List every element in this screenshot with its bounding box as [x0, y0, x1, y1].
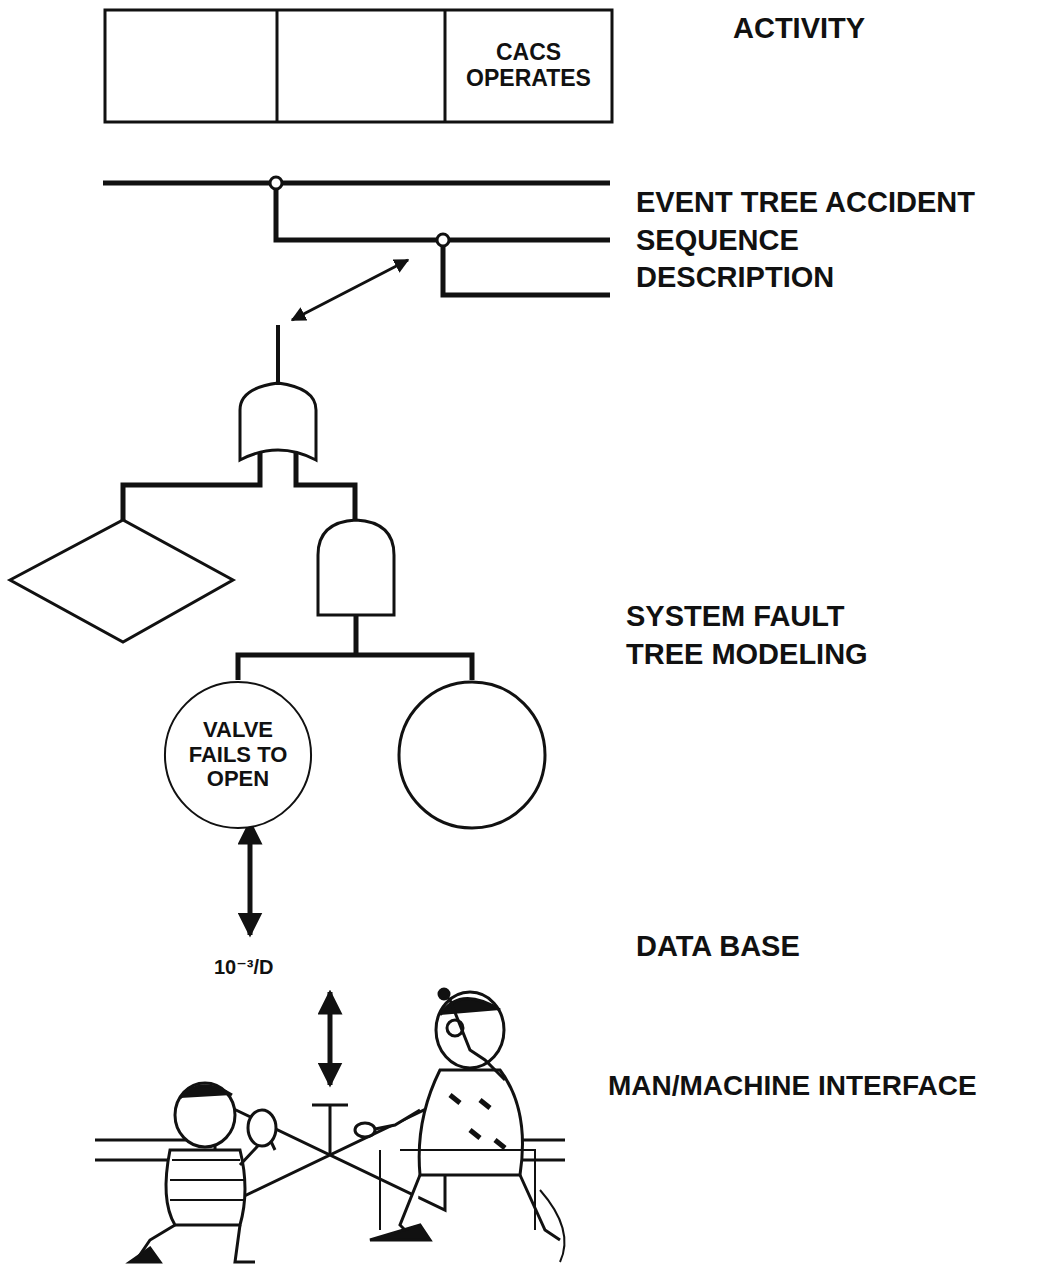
man-figure — [355, 989, 565, 1262]
activity-box — [105, 10, 612, 122]
section-label: MAN/MACHINE INTERFACE — [608, 1068, 977, 1104]
branch-point — [270, 177, 282, 189]
section-label: 10⁻³/D — [214, 954, 273, 980]
cell-divider — [444, 10, 447, 122]
section-label: ACTIVITY — [733, 10, 865, 48]
undeveloped-diamond — [10, 520, 233, 642]
section-label: DATA BASE — [636, 928, 800, 966]
link-arrow — [328, 992, 333, 1085]
branch-point — [437, 234, 449, 246]
node-text: CACS OPERATES — [454, 40, 604, 92]
section-label: SYSTEM FAULT TREE MODELING — [626, 598, 926, 673]
gate-line — [238, 615, 472, 680]
section-label: EVENT TREE ACCIDENT SEQUENCE DESCRIPTION — [636, 184, 986, 297]
node-text: VALVE FAILS TO OPEN — [182, 718, 294, 792]
link-arrow — [248, 822, 253, 935]
cell-divider — [276, 10, 279, 122]
circle-outline — [165, 682, 311, 828]
basic-event-circle — [399, 682, 545, 828]
gate-line — [123, 452, 355, 520]
gate-line — [276, 325, 280, 385]
kid-figure — [130, 1083, 276, 1262]
and-gate — [318, 520, 394, 615]
event-tree — [103, 183, 610, 295]
basic-event-circle: VALVE FAILS TO OPEN — [163, 680, 313, 830]
or-gate — [240, 383, 316, 460]
link-arrow — [292, 260, 408, 320]
activity-cell: CACS OPERATES — [447, 12, 610, 120]
